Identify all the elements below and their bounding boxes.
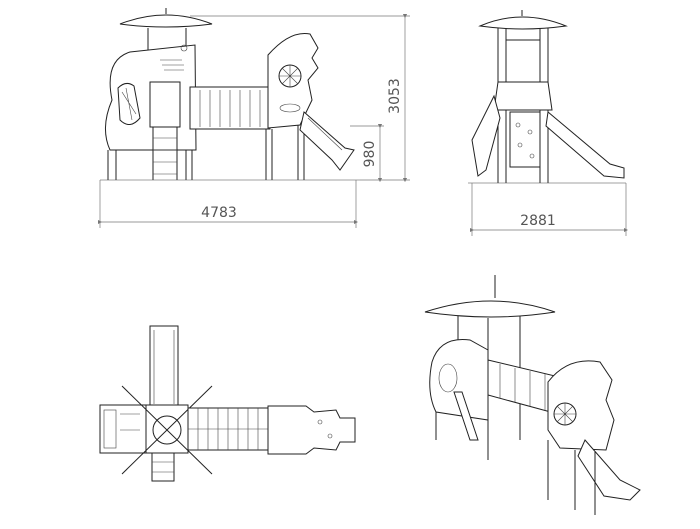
top-ladder [151,452,175,482]
top-right-platform [267,405,356,455]
dimension-platform-height: 980 [350,123,384,183]
side-cabin [493,81,553,111]
top-left-platform [99,404,147,454]
side-climbing-wall [509,111,541,168]
isometric-view [424,275,641,515]
front-roof [119,14,213,28]
side-roof [478,16,568,30]
front-width-label: 4783 [201,205,237,221]
front-slide [299,111,355,171]
dimension-front-width: 4783 [97,180,359,228]
dimension-side-width: 2881 [469,183,629,236]
dimension-front-height: 3053 [190,13,410,183]
front-doorway [149,81,181,128]
front-bridge [189,86,271,130]
iso-roof [424,300,556,318]
platform-height-label: 980 [362,141,378,168]
iso-right-panel [547,360,615,451]
side-slide [545,111,625,179]
front-ladder [152,127,178,180]
iso-ladder [453,391,479,441]
side-view [468,10,626,184]
top-slide [149,325,179,407]
iso-slide [577,439,641,501]
side-left-panel [471,94,501,177]
top-view [99,325,356,482]
front-height-label: 3053 [387,78,403,114]
side-width-label: 2881 [520,213,556,229]
front-view [100,8,360,181]
